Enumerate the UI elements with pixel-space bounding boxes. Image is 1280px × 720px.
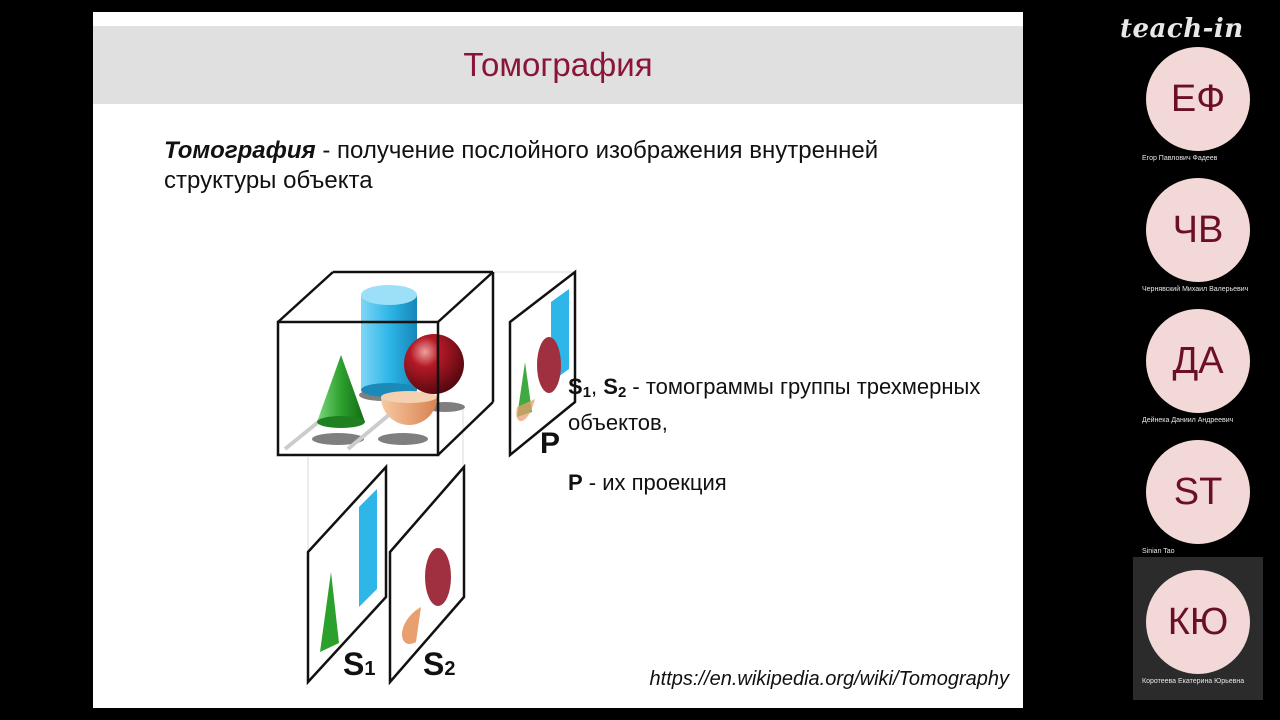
participant-tile[interactable]: ЕФ Егор Павлович Фадеев: [1133, 47, 1263, 162]
cone-object: [317, 355, 365, 422]
avatar: ДА: [1146, 309, 1250, 413]
slice-label-s2: S2: [423, 646, 455, 682]
slice-plane-s1: S1: [306, 463, 388, 686]
participant-name: Дейнека Даниил Андреевич: [1142, 417, 1234, 424]
participant-name: Егор Павлович Фадеев: [1142, 155, 1218, 162]
slice-label-s1: S1: [343, 646, 375, 682]
participant-tile[interactable]: ST Sinian Tao: [1133, 440, 1263, 555]
participant-tile[interactable]: ЧВ Чернявский Михаил Валерьевич: [1133, 178, 1263, 293]
definition-term: Томография: [164, 137, 316, 164]
definition-body: - получение послойного изображения внутр…: [164, 137, 879, 194]
avatar: ЕФ: [1146, 47, 1250, 151]
slide-title-bar: Томография: [93, 26, 1023, 104]
presentation-slide: Томография Томография - получение послой…: [93, 12, 1023, 708]
tomography-figure: P S1 S2: [276, 269, 577, 686]
slide-title: Томография: [463, 46, 653, 83]
legend-slices: S1, S2 - томограммы группы трехмерных об…: [568, 374, 981, 435]
avatar: КЮ: [1146, 570, 1250, 674]
source-link[interactable]: https://en.wikipedia.org/wiki/Tomography: [649, 668, 1009, 690]
cube-wireframe: [277, 270, 495, 456]
participant-name: Чернявский Михаил Валерьевич: [1142, 286, 1249, 293]
projection-plane-p: P: [508, 269, 577, 460]
avatar: ST: [1146, 440, 1250, 544]
participant-tile[interactable]: ДА Дейнека Даниил Андреевич: [1133, 309, 1263, 424]
participant-name: Sinian Tao: [1142, 548, 1175, 555]
projection-label: P: [540, 427, 560, 460]
cylinder-object: [361, 285, 417, 397]
participant-tile-active[interactable]: КЮ Коротеева Екатерина Юрьевна: [1133, 557, 1263, 700]
legend-projection: P - их проекция: [568, 470, 727, 495]
legend-text: S1, S2 - томограммы группы трехмерных об…: [568, 372, 988, 528]
hemisphere-object: [381, 397, 437, 425]
cube-front-face: [276, 320, 440, 457]
participant-name: Коротеева Екатерина Юрьевна: [1142, 678, 1245, 685]
definition-text: Томография - получение послойного изобра…: [164, 136, 964, 196]
avatar: ЧВ: [1146, 178, 1250, 282]
teach-in-logo: teach-in: [1120, 14, 1244, 44]
projection-guides: [307, 271, 573, 567]
sphere-object: [404, 334, 464, 394]
slice-plane-s2: S2: [388, 463, 466, 686]
